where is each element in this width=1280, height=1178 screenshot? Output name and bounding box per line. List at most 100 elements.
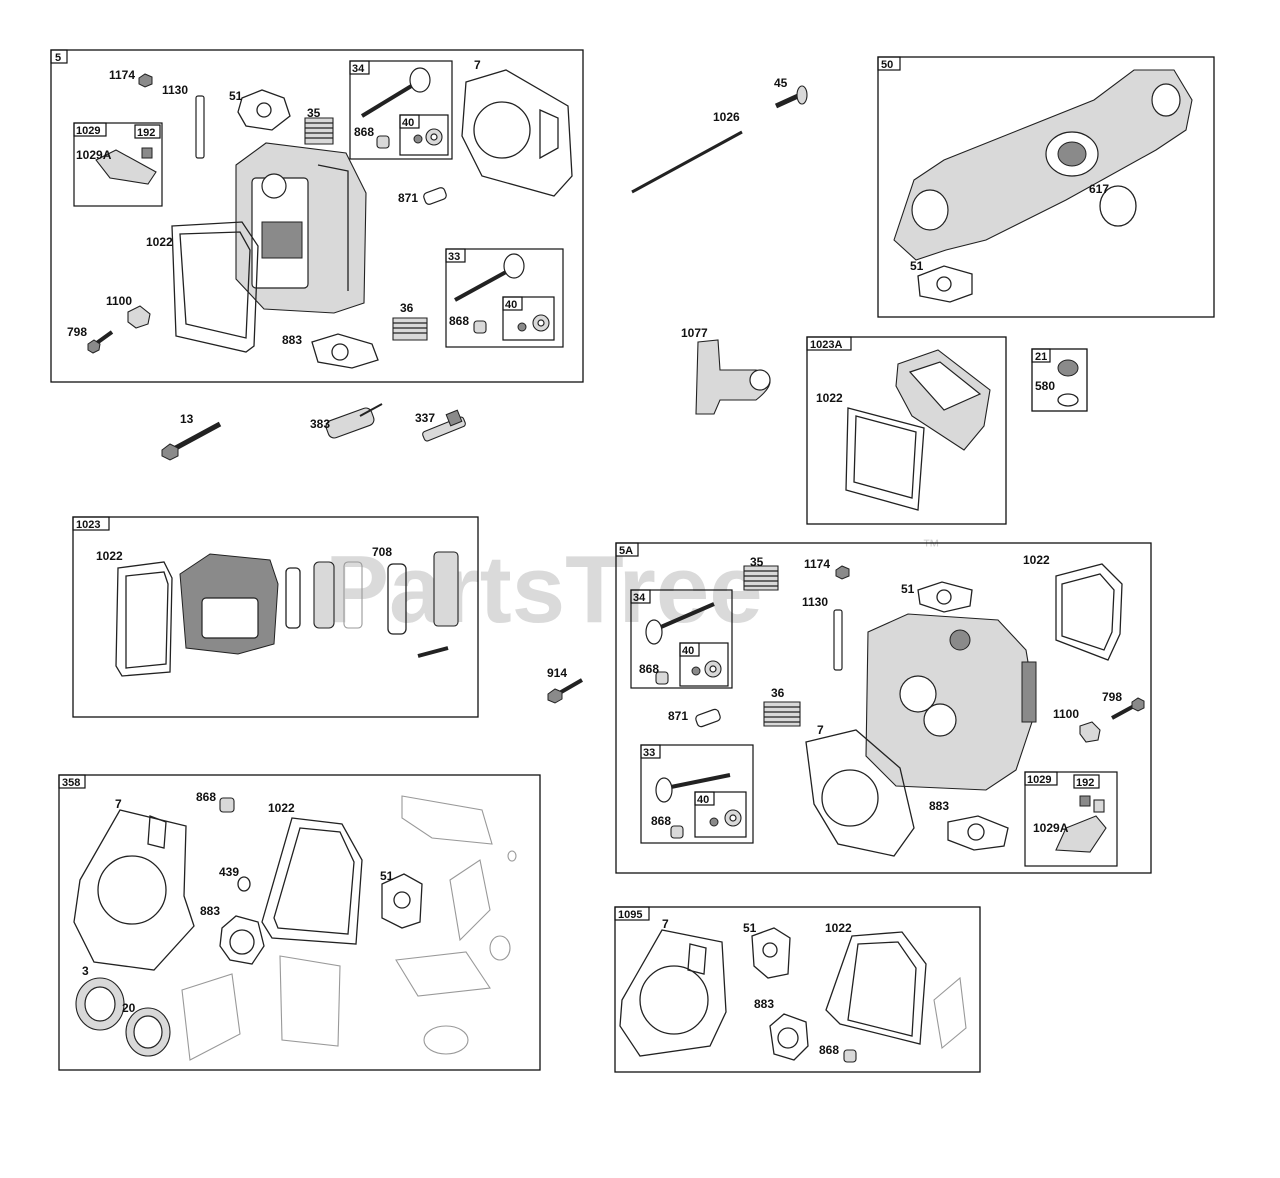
spring-35-lower-part[interactable] [743, 565, 779, 591]
group-358[interactable]: 358 [58, 774, 541, 1071]
spark-plug-337-part[interactable] [422, 409, 467, 442]
spring-36-upper-part[interactable] [392, 317, 428, 341]
spring-35-part[interactable] [304, 117, 334, 145]
pushrod-1026-part[interactable] [631, 130, 743, 194]
plate-1077-part[interactable] [695, 339, 771, 415]
seal-40-lower-b-part[interactable] [709, 809, 742, 827]
stud-1130-lower-part[interactable] [833, 609, 843, 671]
group-34-upper[interactable]: 34 40 [349, 60, 453, 160]
cylinder-head-upper-part[interactable] [235, 142, 367, 314]
gasket-1022-1023-part[interactable] [115, 561, 173, 677]
gasket-51-1095-part[interactable] [751, 927, 791, 979]
bolt-13-part[interactable] [161, 421, 222, 461]
seal-40-upper-part[interactable] [413, 128, 443, 146]
breather-parts-1023-part[interactable] [285, 561, 363, 629]
label-1022-kit: 1022 [268, 801, 295, 815]
ring-439-part[interactable] [237, 876, 251, 892]
gasket-1022-1095-part[interactable] [825, 931, 927, 1045]
seal-868-upper-part[interactable] [376, 135, 390, 149]
oil-fill-cap-21-part[interactable] [1057, 359, 1079, 407]
label-13: 13 [180, 412, 194, 426]
group-40-lower-b-tag: 40 [697, 794, 709, 806]
seal-3-part[interactable] [75, 977, 125, 1031]
seal-868-upper-b-part[interactable] [473, 320, 487, 334]
group-34-lower-tag: 34 [633, 592, 646, 604]
intake-manifold-50-part[interactable] [893, 69, 1193, 261]
group-33-upper[interactable]: 33 40 [445, 248, 564, 348]
seal-868-lower-part[interactable] [655, 671, 669, 685]
label-1022-lower: 1022 [1023, 553, 1050, 567]
group-1023[interactable]: 1023 [72, 516, 479, 718]
bolt-1023-part[interactable] [417, 646, 449, 658]
group-5[interactable]: 5 [50, 49, 584, 383]
group-40-upper-tag: 40 [402, 117, 414, 129]
breather-383-part[interactable] [324, 403, 383, 440]
rocker-1029A-lower-part[interactable] [1055, 795, 1107, 853]
seal-40-lower-part[interactable] [691, 660, 722, 678]
spring-36-lower-part[interactable] [763, 701, 801, 727]
seal-40-upper-b-part[interactable] [517, 314, 550, 332]
breather-cover-1023-part[interactable] [433, 551, 459, 627]
gasket-51-manifold-part[interactable] [917, 265, 973, 303]
bolt-914-part[interactable] [547, 678, 583, 704]
cylinder-head-lower-part[interactable] [865, 613, 1037, 791]
bolt-798-upper-part[interactable] [87, 330, 114, 354]
group-21[interactable]: 21 [1031, 348, 1088, 412]
o-ring-617-part[interactable] [1099, 185, 1137, 227]
valve-cover-1023A-part[interactable] [895, 349, 991, 451]
gasket-51-kit-part[interactable] [381, 873, 423, 929]
seal-868-1095-part[interactable] [843, 1049, 857, 1063]
rocker-stud-45-part[interactable] [774, 85, 808, 109]
nut-1174-lower-part[interactable] [835, 565, 850, 580]
valve-34-part[interactable] [360, 67, 431, 118]
label-1029A: 1029A [76, 148, 112, 162]
kit-misc-gaskets-part[interactable] [181, 795, 517, 1061]
group-1029-lower[interactable]: 1029 192 [1024, 771, 1118, 867]
group-192-lower-tag: 192 [1076, 777, 1094, 789]
group-34-lower[interactable]: 34 40 [630, 589, 733, 689]
gasket-883-lower-part[interactable] [947, 815, 1009, 851]
gasket-1022-kit-part[interactable] [261, 817, 363, 945]
group-1023A[interactable]: 1023A [806, 336, 1007, 525]
stud-1130-part[interactable] [195, 95, 205, 159]
gasket-708-part[interactable] [387, 563, 407, 635]
group-40-upper-b-tag: 40 [505, 299, 517, 311]
seal-868-lower-b-part[interactable] [670, 825, 684, 839]
gasket-51-lower-part[interactable] [917, 581, 973, 613]
nut-1174-part[interactable] [138, 73, 153, 88]
group-50[interactable]: 50 [877, 56, 1215, 318]
spacer-871-lower-part[interactable] [695, 708, 722, 728]
valve-33-lower-part[interactable] [655, 773, 731, 803]
label-868-1095: 868 [819, 1043, 839, 1057]
group-5A[interactable]: 5A [615, 542, 1152, 874]
gasket-1022-lower-part[interactable] [1055, 563, 1123, 661]
seal-868-kit-part[interactable] [219, 797, 235, 813]
group-33-lower[interactable]: 33 40 [640, 744, 754, 844]
rocker-1029A-upper-part[interactable] [95, 147, 157, 185]
bracket-1100-upper-part[interactable] [127, 305, 151, 329]
label-337: 337 [415, 411, 435, 425]
valve-cover-1023-part[interactable] [179, 553, 279, 655]
bracket-1100-lower-part[interactable] [1079, 721, 1101, 743]
group-1095[interactable]: 1095 [614, 906, 981, 1073]
bolt-798-lower-part[interactable] [1111, 697, 1145, 720]
gasket-51-part[interactable] [237, 89, 291, 131]
head-gasket-7-lower-part[interactable] [805, 729, 915, 857]
head-gasket-7-kit-part[interactable] [73, 809, 195, 971]
seal-20-part[interactable] [125, 1007, 171, 1057]
gasket-883-upper-part[interactable] [311, 333, 379, 369]
valve-34-lower-part[interactable] [645, 602, 715, 645]
gasket-1022-1023A-part[interactable] [845, 407, 925, 511]
head-gasket-7-1095-part[interactable] [619, 929, 727, 1057]
label-1100: 1100 [106, 294, 132, 308]
gasket-883-1095-part[interactable] [769, 1013, 809, 1061]
head-gasket-7-upper-part[interactable] [461, 69, 573, 197]
gasket-883-kit-part[interactable] [219, 915, 265, 965]
group-1029-upper[interactable]: 1029 192 [73, 122, 163, 207]
group-34-upper-tag: 34 [352, 63, 365, 75]
spacer-871-upper-part[interactable] [423, 187, 448, 206]
gasket-misc-1095-part[interactable] [933, 976, 967, 1050]
rocker-gasket-1022-upper-part[interactable] [171, 221, 259, 353]
valve-33-part[interactable] [454, 253, 525, 302]
